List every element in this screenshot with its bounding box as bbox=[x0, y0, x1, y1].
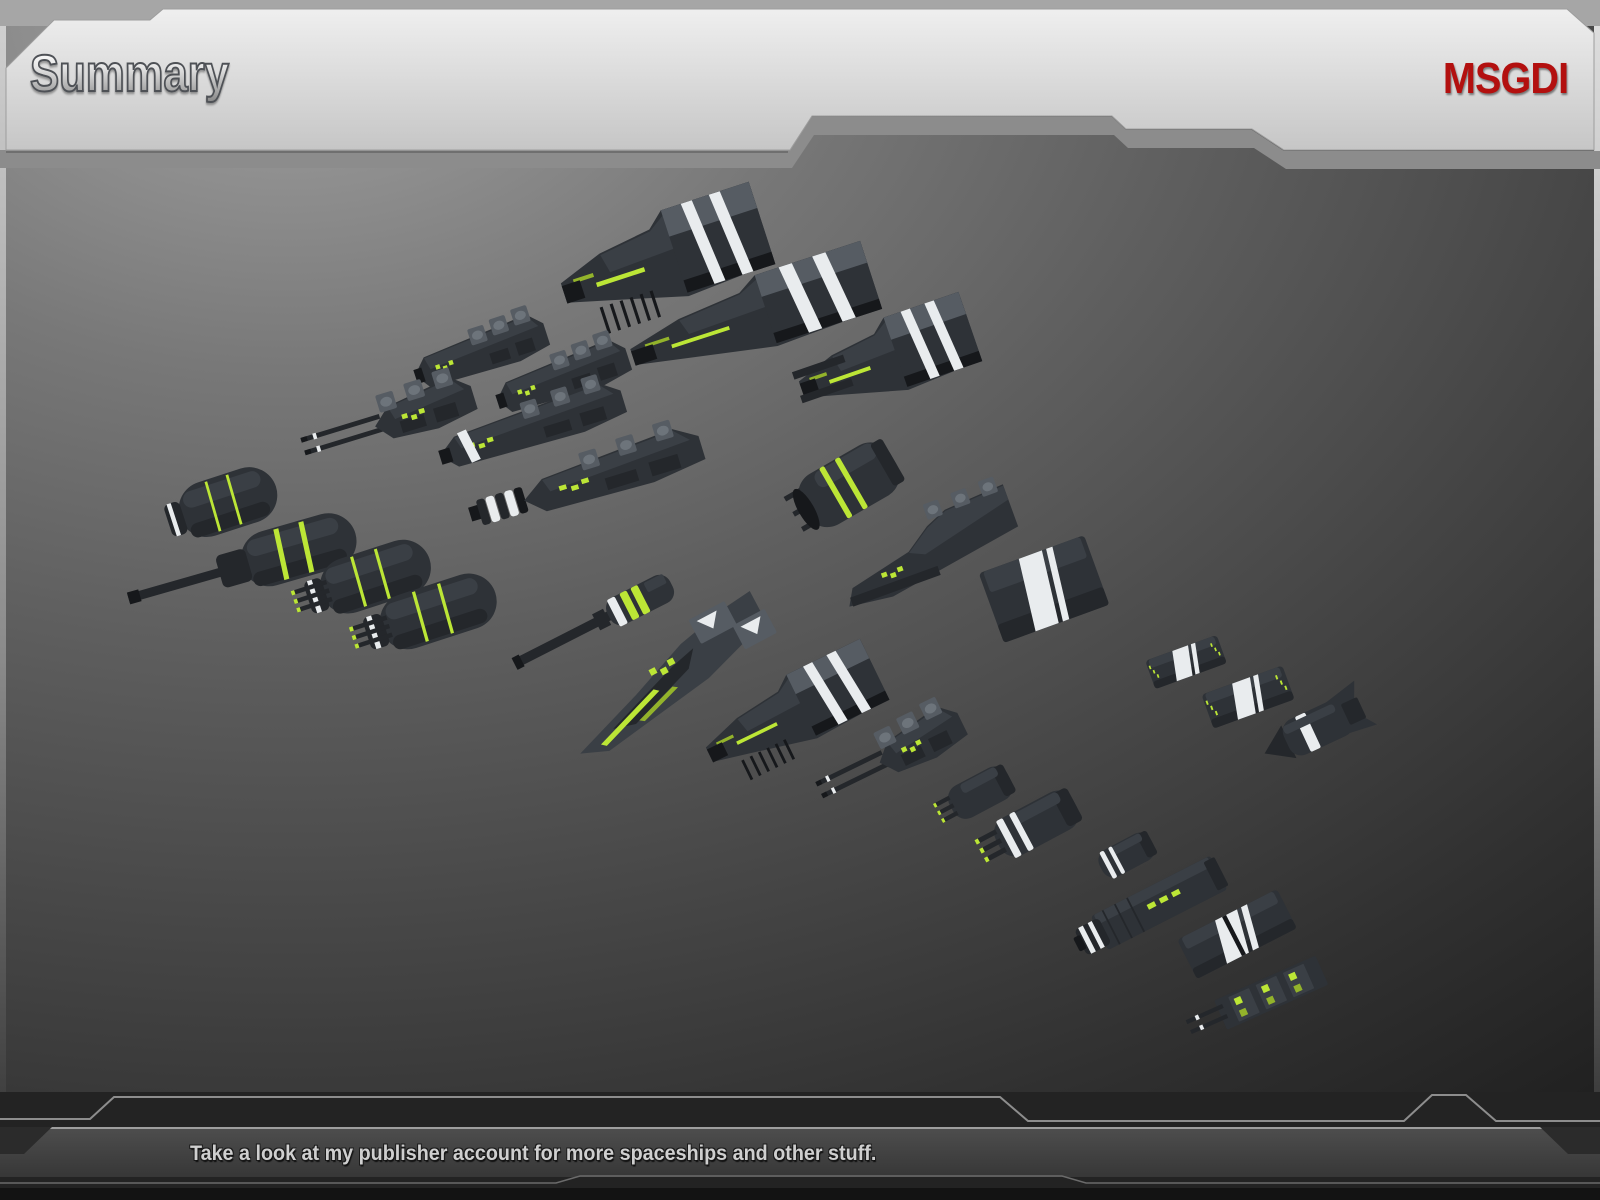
asset-capsule-turret-3 bbox=[348, 573, 497, 650]
publisher-logo: MSGDI bbox=[1442, 54, 1569, 103]
header-panel bbox=[5, 8, 1595, 151]
asset-gunship-3 bbox=[438, 374, 628, 467]
asset-fork-launcher bbox=[791, 291, 983, 404]
footer-bevel-line bbox=[0, 1094, 1600, 1122]
asset-rail-strip bbox=[1185, 956, 1328, 1035]
footer-right-chamfer bbox=[1540, 1127, 1600, 1154]
asset-ramp-ship bbox=[849, 476, 1019, 607]
asset-fork-ship bbox=[815, 697, 968, 799]
asset-railgun bbox=[630, 240, 883, 366]
footer-strip-highlight bbox=[0, 1127, 1600, 1129]
publisher-note: Take a look at my publisher account for … bbox=[190, 1142, 877, 1165]
asset-ammo-module bbox=[1178, 890, 1296, 978]
asset-small-turret-2 bbox=[974, 788, 1083, 863]
footer-left-chamfer bbox=[0, 1127, 52, 1154]
asset-capsule-turret-1 bbox=[164, 467, 278, 538]
footer-bottom-band bbox=[0, 1188, 1600, 1200]
asset-gunship-4 bbox=[468, 419, 706, 525]
asset-missile-launcher bbox=[560, 181, 776, 334]
right-edge bbox=[1594, 0, 1600, 1200]
asset-twin-launcher bbox=[705, 638, 890, 781]
asset-small-turret-3 bbox=[1098, 830, 1158, 879]
asset-armor-box bbox=[979, 536, 1109, 643]
page-title: Summary bbox=[29, 44, 230, 104]
asset-cannon-module bbox=[1073, 856, 1229, 955]
asset-capsule-turret-2 bbox=[290, 539, 431, 614]
left-edge bbox=[0, 0, 6, 1200]
footer-accent-line bbox=[0, 1175, 1600, 1184]
asset-capsule-turret-long bbox=[126, 513, 357, 605]
asset-small-module-1 bbox=[1146, 636, 1226, 689]
asset-gunship-2 bbox=[495, 330, 633, 412]
asset-small-turret-1 bbox=[932, 764, 1016, 823]
header-shoulder bbox=[0, 117, 1600, 169]
footer-strip bbox=[0, 1127, 1600, 1177]
asset-dart-ship bbox=[580, 591, 777, 754]
asset-small-module-2 bbox=[1202, 666, 1294, 728]
asset-thruster-pod bbox=[1264, 680, 1378, 759]
asset-gunship-1 bbox=[413, 305, 551, 387]
asset-twin-cannon-platform bbox=[300, 367, 478, 456]
asset-drum-turret bbox=[783, 439, 905, 532]
asset-long-rifle bbox=[511, 574, 675, 670]
